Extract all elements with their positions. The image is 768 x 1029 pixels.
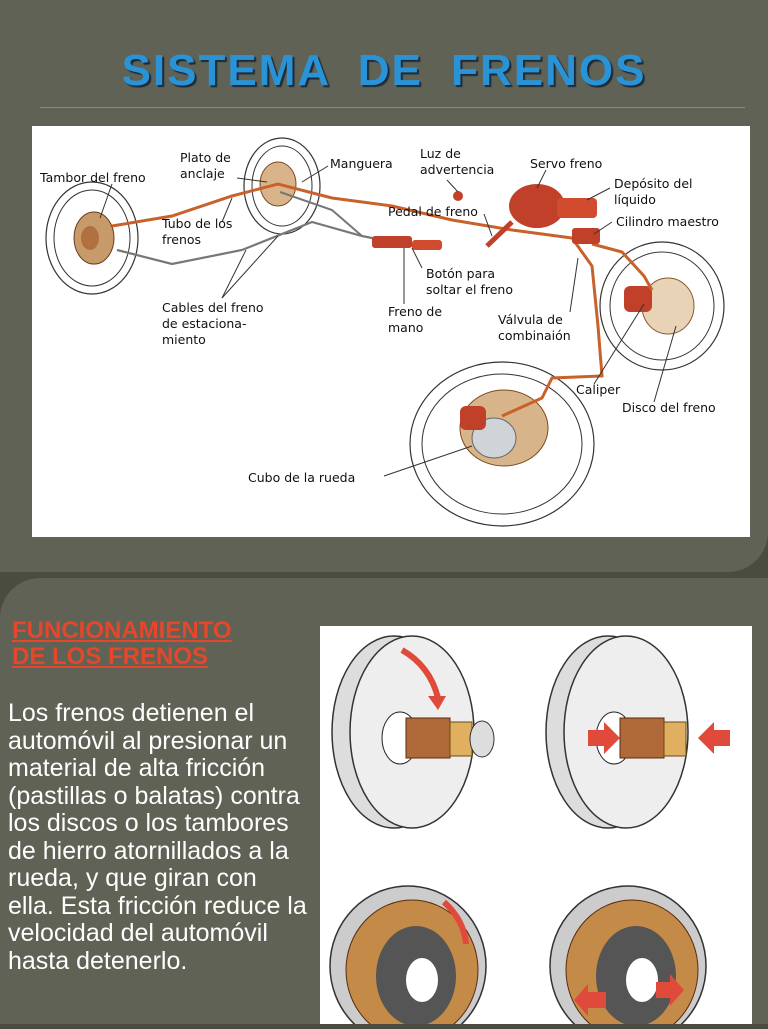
- label-cables-2: de estaciona-: [162, 316, 246, 331]
- label-mano-2: mano: [388, 320, 423, 335]
- label-pedal: Pedal de freno: [388, 204, 478, 219]
- front-left-wheel: [409, 361, 595, 527]
- front-right-wheel: [599, 241, 725, 371]
- label-tubo-2: frenos: [162, 232, 201, 247]
- label-boton-2: soltar el freno: [426, 282, 513, 297]
- label-valvula-1: Válvula de: [498, 312, 563, 327]
- label-plato-1: Plato de: [180, 150, 231, 165]
- label-cables-3: miento: [162, 332, 206, 347]
- slide-brake-system: SISTEMA DE FRENOS: [0, 0, 768, 572]
- label-luz-1: Luz de: [420, 146, 461, 161]
- label-cubo: Cubo de la rueda: [248, 470, 355, 485]
- brake-illustration: [320, 626, 752, 1029]
- drum-brake-released: [329, 885, 487, 1029]
- disc-brake-released: [331, 635, 495, 829]
- label-plato-2: anclaje: [180, 166, 225, 181]
- slide-title: SISTEMA DE FRENOS: [121, 46, 647, 95]
- section-heading: FUNCIONAMIENTO DE LOS FRENOS: [12, 618, 302, 670]
- label-deposito-1: Depósito del: [614, 176, 693, 191]
- brake-system-diagram: Tambor del freno Plato de anclaje Tubo d…: [32, 126, 750, 537]
- label-caliper: Caliper: [576, 382, 621, 397]
- label-servo: Servo freno: [530, 156, 602, 171]
- drum-brake-applied: [549, 885, 707, 1029]
- label-manguera: Manguera: [330, 156, 393, 171]
- heading-line-2: DE LOS FRENOS: [12, 643, 209, 670]
- title-divider: [40, 107, 745, 108]
- body-text: Los frenos detienen el automóvil al pres…: [8, 699, 307, 975]
- rear-left-wheel: [45, 181, 139, 295]
- label-tubo-1: Tubo de los: [161, 216, 232, 231]
- heading-line-1: FUNCIONAMIENTO: [12, 617, 232, 644]
- label-luz-2: advertencia: [420, 162, 494, 177]
- label-boton-1: Botón para: [426, 266, 495, 281]
- label-mano-1: Freno de: [388, 304, 442, 319]
- label-deposito-2: líquido: [614, 192, 656, 207]
- brake-booster: [509, 184, 600, 244]
- label-cilindro: Cilindro maestro: [616, 214, 719, 229]
- disc-brake-applied: [545, 635, 730, 829]
- label-tambor: Tambor del freno: [39, 170, 146, 185]
- label-cables-1: Cables del freno: [162, 300, 264, 315]
- label-disco: Disco del freno: [622, 400, 716, 415]
- hand-brake: [372, 236, 412, 248]
- label-valvula-2: combinaión: [498, 328, 571, 343]
